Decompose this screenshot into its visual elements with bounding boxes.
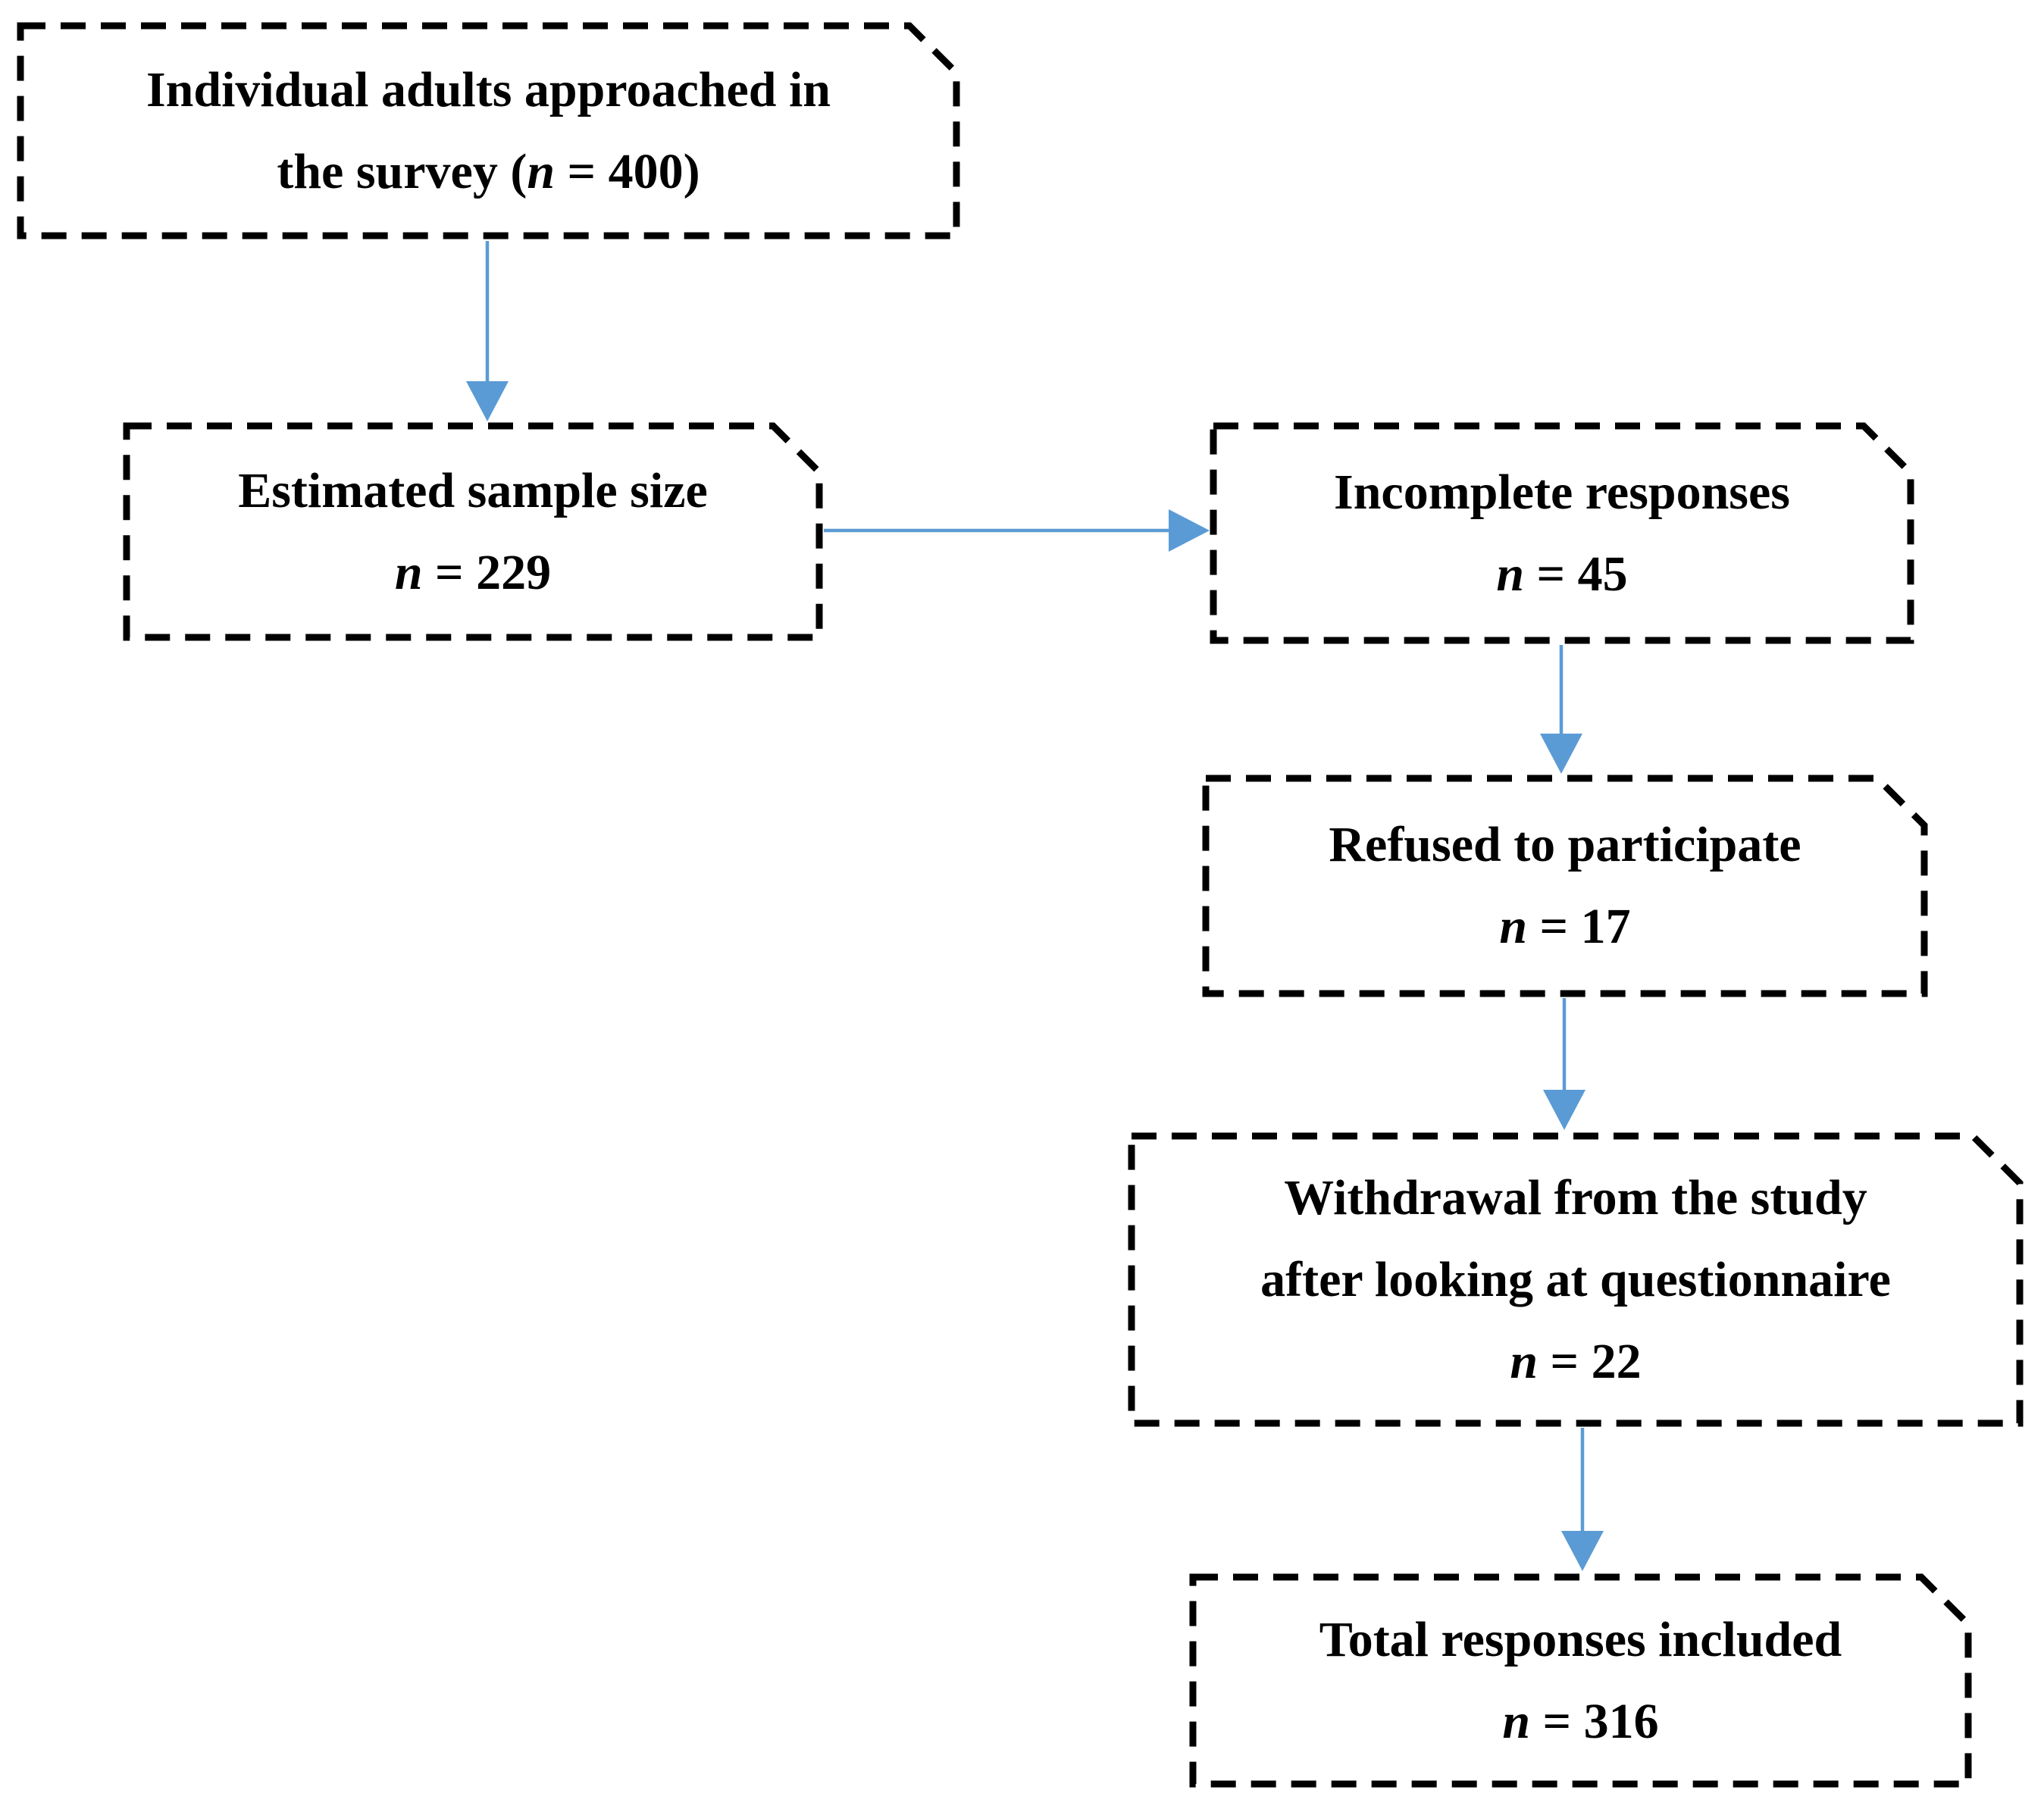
arrow-down-icon [1543, 998, 1585, 1130]
box-refused-title: Refused to participate [1329, 817, 1801, 872]
arrow-right-icon [824, 509, 1210, 552]
box-refused-stat: n = 17 [1499, 899, 1631, 954]
box-outline-approached [17, 22, 960, 239]
box-approached: Individual adults approached in the surv… [20, 26, 956, 236]
box-withdrawal-line1: Withdrawal from the study [1284, 1169, 1867, 1225]
box-total: Total responses included n = 316 [1193, 1577, 1968, 1784]
box-refused: Refused to participate n = 17 [1206, 778, 1924, 994]
box-estimated-title: Estimated sample size [238, 462, 708, 518]
box-estimated: Estimated sample size n = 229 [127, 426, 819, 637]
box-total-stat: n = 316 [1502, 1693, 1659, 1749]
box-withdrawal-line2: after looking at questionnaire [1260, 1251, 1891, 1307]
box-incomplete-title: Incomplete responses [1334, 464, 1790, 520]
box-withdrawal-stat: n = 22 [1510, 1333, 1642, 1389]
box-outline-withdrawal-refused [1202, 775, 1928, 997]
arrow-down-icon [1540, 645, 1582, 774]
box-total-title: Total responses included [1319, 1611, 1842, 1667]
box-outline-withdrawal [1128, 1132, 2024, 1427]
box-outline-estimated [123, 422, 823, 641]
box-estimated-stat: n = 229 [394, 544, 552, 600]
arrow-down-icon [466, 241, 509, 421]
box-incomplete: Incomplete responses n = 45 [1213, 426, 1911, 640]
box-withdrawal: Withdrawal from the study after looking … [1132, 1136, 2020, 1423]
arrow-down-icon [1561, 1428, 1604, 1571]
box-approached-line1: Individual adults approached in [146, 61, 831, 117]
box-outline-incomplete [1210, 422, 1914, 644]
box-incomplete-stat: n = 45 [1496, 546, 1628, 602]
box-outline-total [1189, 1573, 1972, 1788]
box-approached-line2: the survey (n = 400) [277, 143, 700, 199]
